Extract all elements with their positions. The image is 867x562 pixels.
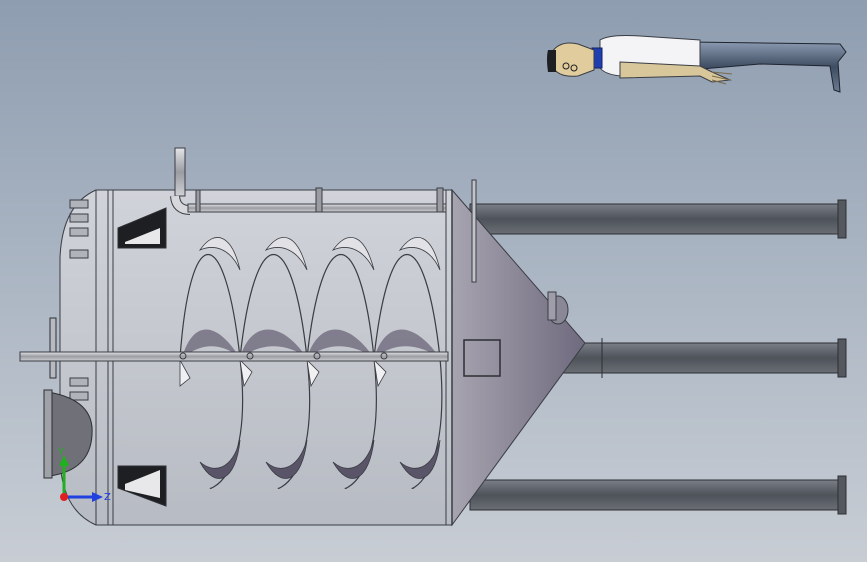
human-scale-figure[interactable] xyxy=(547,35,847,93)
conical-bottom[interactable] xyxy=(451,188,586,527)
top-pipe[interactable] xyxy=(170,147,477,283)
spiral-ribbon-agitator[interactable] xyxy=(179,237,443,489)
z-axis-label: Z xyxy=(104,492,111,503)
x-axis-dot xyxy=(60,493,68,501)
support-legs[interactable] xyxy=(469,199,847,515)
y-axis-label: Y xyxy=(57,447,65,458)
axis-triad: Y Z xyxy=(57,447,111,503)
agitator-shaft[interactable] xyxy=(19,351,449,362)
